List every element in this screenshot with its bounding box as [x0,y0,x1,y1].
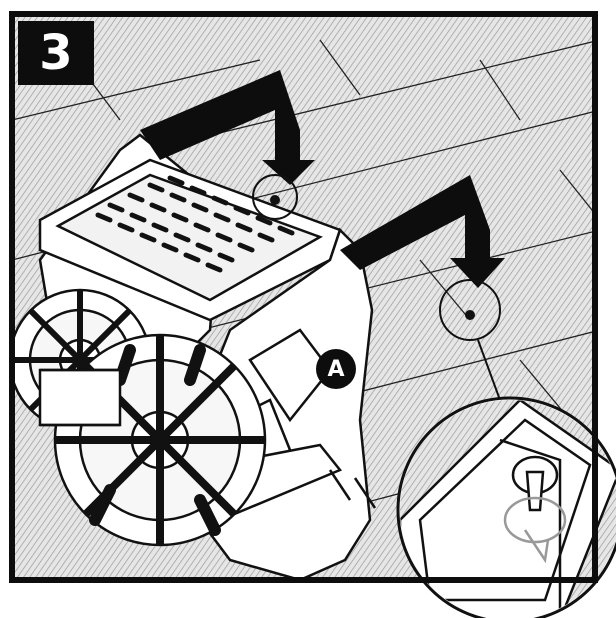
screw-icon-right [439,279,501,341]
tray-slots [95,175,295,273]
step-number-badge: 3 [18,21,94,85]
callout-label: A [327,356,345,382]
down-arrow-icon-right [340,175,505,288]
screw-icon-left [252,174,298,220]
diagram-frame [9,11,598,583]
keyhole-slot-icon [503,455,567,564]
step-number: 3 [39,25,73,81]
down-arrow-icon-left [140,70,315,185]
leader-line [477,339,501,401]
hose-reel-body [12,133,377,580]
callout-a-badge: A [316,349,356,389]
spool-right [53,333,267,547]
